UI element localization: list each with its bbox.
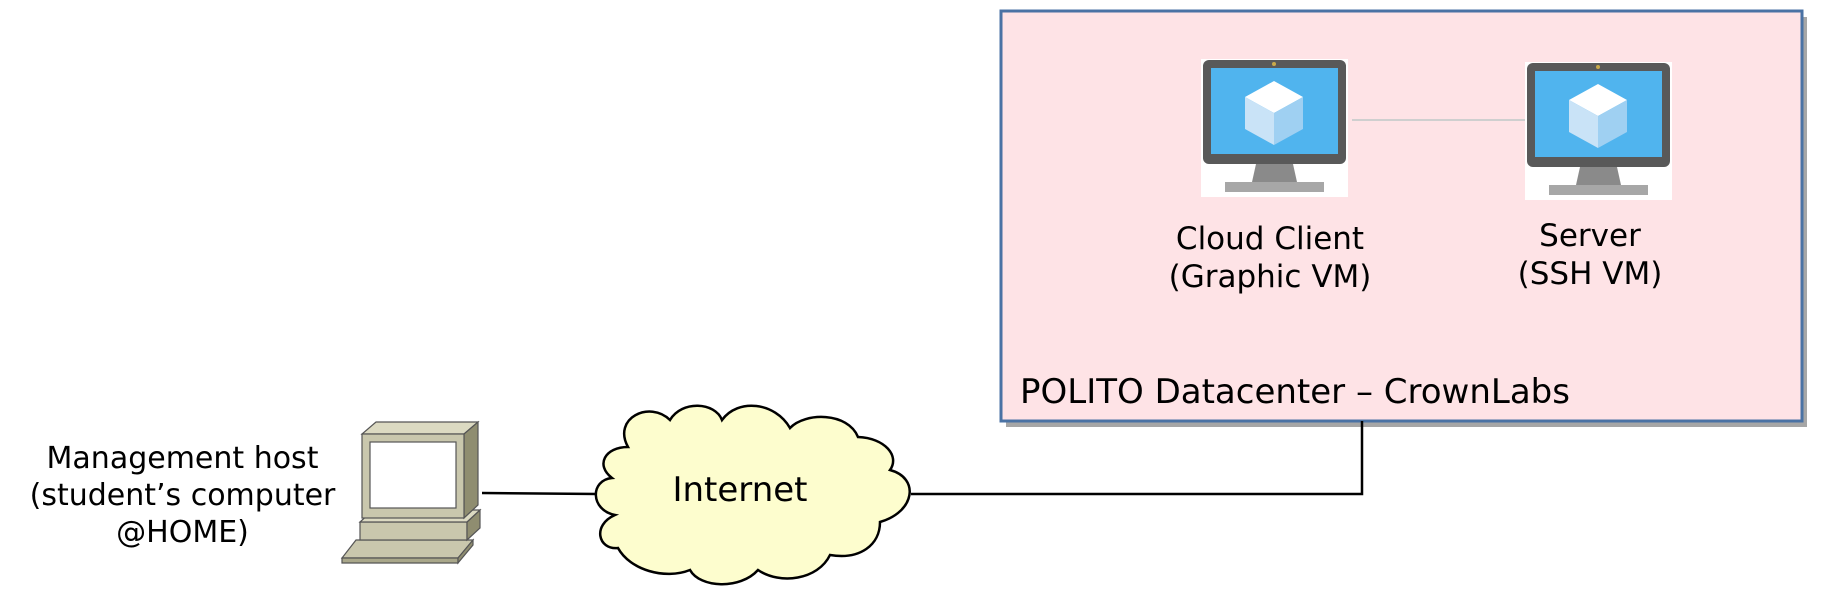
datacenter-box-frame: [999, 9, 1804, 423]
datacenter-title: POLITO Datacenter – CrownLabs: [1020, 372, 1570, 412]
server-name: Server: [1539, 218, 1641, 254]
virtual-machine-monitor-icon: [1201, 59, 1348, 197]
server-type: (SSH VM): [1517, 256, 1663, 292]
management-host-line-3: @HOME): [116, 515, 249, 550]
management-host-line-2: (student’s computer: [29, 478, 336, 513]
host-internet-link: [481, 491, 599, 496]
management-host-line-1: Management host: [46, 441, 319, 476]
internet-label: Internet: [672, 470, 808, 510]
cloud-icon: [594, 404, 911, 586]
cloud-client-type: (Graphic VM): [1168, 259, 1372, 295]
server-label: Server (SSH VM): [1490, 217, 1690, 293]
internet-datacenter-link: [911, 421, 1364, 496]
virtual-machine-monitor-icon: [1525, 62, 1672, 200]
cloud-client-label: Cloud Client (Graphic VM): [1160, 220, 1380, 296]
desktop-computer-icon: [340, 420, 482, 565]
cloud-client-name: Cloud Client: [1175, 221, 1365, 257]
management-host-label: Management host (student’s computer @HOM…: [10, 440, 355, 551]
